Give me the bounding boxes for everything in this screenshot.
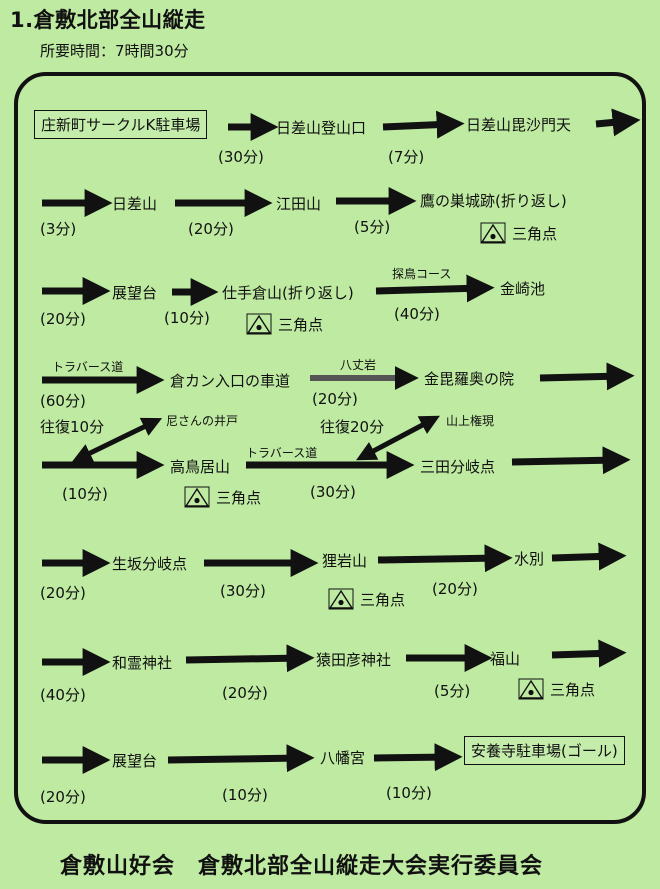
arrow bbox=[167, 744, 315, 773]
side-trip-time: 往復10分 bbox=[40, 418, 105, 436]
place: 日差山毘沙門天 bbox=[466, 116, 572, 134]
arrow bbox=[511, 446, 631, 475]
arrow bbox=[375, 274, 495, 303]
place: 日差山登山口 bbox=[276, 119, 367, 137]
place: 倉カン入口の車道 bbox=[170, 372, 291, 390]
duration: (10分) bbox=[164, 309, 210, 327]
required-time: 所要時間：7時間30分 bbox=[40, 42, 189, 60]
goal-location: 安養寺駐車場(ゴール) bbox=[464, 736, 625, 765]
duration: (7分) bbox=[388, 148, 425, 166]
duration: (40分) bbox=[40, 686, 86, 704]
duration: (20分) bbox=[312, 390, 358, 408]
side-place: 尼さんの井戸 bbox=[166, 414, 239, 428]
route-frame bbox=[14, 72, 646, 824]
triangulation-icon bbox=[518, 678, 544, 700]
place: 金崎池 bbox=[500, 280, 546, 298]
triangulation-point: 三角点 bbox=[328, 588, 405, 610]
arrow bbox=[595, 108, 641, 137]
triangulation-point: 三角点 bbox=[518, 678, 595, 700]
place: 和霊神社 bbox=[112, 654, 173, 672]
arrow bbox=[377, 544, 513, 573]
duration: (20分) bbox=[40, 788, 86, 806]
triangulation-label: 三角点 bbox=[512, 224, 558, 243]
place: 展望台 bbox=[112, 284, 158, 302]
arrow bbox=[551, 542, 627, 571]
route-label: トラバース道 bbox=[246, 446, 318, 460]
place: 仕手倉山(折り返し) bbox=[222, 284, 354, 302]
duration: (3分) bbox=[40, 220, 77, 238]
route-label: トラバース道 bbox=[52, 360, 124, 374]
side-trip-arrow bbox=[71, 417, 163, 463]
page-title: 1.倉敷北部全山縦走 bbox=[10, 8, 206, 32]
place: 江田山 bbox=[276, 195, 322, 213]
place: 八幡宮 bbox=[320, 749, 366, 767]
place: 高鳥居山 bbox=[170, 458, 231, 476]
duration: (5分) bbox=[354, 218, 391, 236]
duration: (10分) bbox=[222, 786, 268, 804]
triangulation-point: 三角点 bbox=[184, 486, 261, 508]
triangulation-icon bbox=[246, 313, 272, 335]
duration: (20分) bbox=[40, 584, 86, 602]
duration: (10分) bbox=[386, 784, 432, 802]
triangulation-icon bbox=[480, 222, 506, 244]
duration: (20分) bbox=[222, 684, 268, 702]
side-trip-arrow bbox=[356, 415, 440, 461]
triangulation-icon bbox=[328, 588, 354, 610]
triangulation-point: 三角点 bbox=[246, 313, 323, 335]
triangulation-label: 三角点 bbox=[216, 488, 262, 507]
arrow bbox=[382, 110, 465, 139]
arrow bbox=[185, 644, 315, 673]
place: 金毘羅奥の院 bbox=[424, 370, 515, 388]
triangulation-label: 三角点 bbox=[278, 315, 324, 334]
duration: (30分) bbox=[218, 148, 264, 166]
place: 三田分岐点 bbox=[420, 458, 496, 476]
triangulation-label: 三角点 bbox=[360, 590, 406, 609]
duration: (5分) bbox=[434, 682, 471, 700]
duration: (30分) bbox=[220, 582, 266, 600]
duration: (20分) bbox=[40, 310, 86, 328]
side-place: 山上権現 bbox=[446, 414, 495, 428]
start-location: 庄新町サークルK駐車場 bbox=[34, 110, 208, 139]
arrow bbox=[373, 743, 463, 772]
place: 狸岩山 bbox=[322, 552, 368, 570]
duration: (40分) bbox=[394, 305, 440, 323]
duration: (20分) bbox=[188, 220, 234, 238]
place: 生坂分岐点 bbox=[112, 555, 188, 573]
place: 福山 bbox=[490, 650, 521, 668]
organizer-footer: 倉敷山好会 倉敷北部全山縦走大会実行委員会 bbox=[60, 854, 544, 879]
side-trip-time: 往復20分 bbox=[320, 418, 385, 436]
arrow bbox=[539, 362, 635, 391]
place: 鷹の巣城跡(折り返し) bbox=[420, 192, 567, 210]
duration: (60分) bbox=[40, 392, 86, 410]
duration: (10分) bbox=[62, 485, 108, 503]
place: 猿田彦神社 bbox=[316, 651, 392, 669]
duration: (30分) bbox=[310, 483, 356, 501]
triangulation-point: 三角点 bbox=[480, 222, 557, 244]
duration: (20分) bbox=[432, 580, 478, 598]
place: 日差山 bbox=[112, 195, 158, 213]
place: 展望台 bbox=[112, 752, 158, 770]
triangulation-label: 三角点 bbox=[550, 680, 596, 699]
route-label: 探鳥コース bbox=[392, 267, 452, 281]
arrow bbox=[551, 639, 627, 668]
triangulation-icon bbox=[184, 486, 210, 508]
place: 水別 bbox=[514, 550, 545, 568]
route-label: 八丈岩 bbox=[340, 358, 377, 372]
